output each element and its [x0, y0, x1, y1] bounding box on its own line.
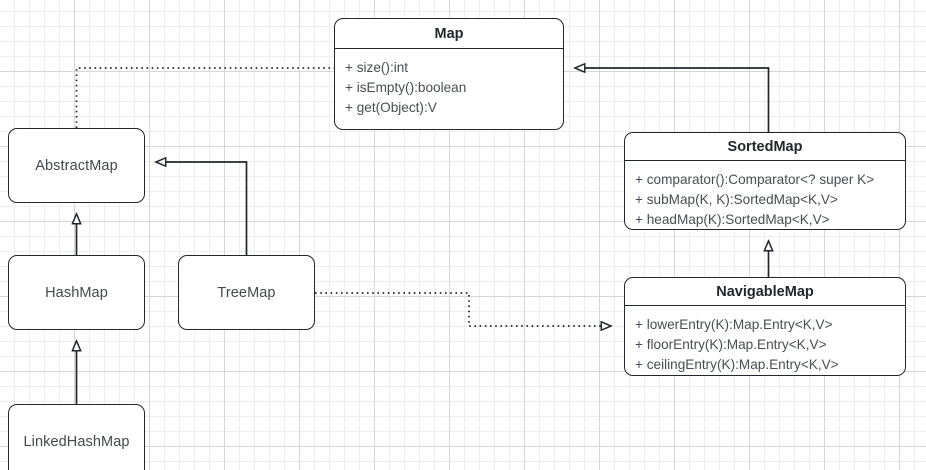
- node-map[interactable]: Map + size():int + isEmpty():boolean + g…: [334, 18, 564, 130]
- member-row: + headMap(K):SortedMap<K,V>: [635, 212, 830, 227]
- node-map-title: Map: [335, 19, 563, 49]
- edge-treemap-realizes-navigablemap: [315, 292, 611, 326]
- node-hash-map[interactable]: HashMap: [8, 255, 145, 330]
- watermark-text: [592, 461, 922, 470]
- node-linked-hash-map-label: LinkedHashMap: [23, 433, 130, 450]
- node-abstract-map[interactable]: AbstractMap: [8, 128, 145, 203]
- member-row: + get(Object):V: [345, 100, 437, 115]
- node-tree-map-label: TreeMap: [217, 284, 276, 301]
- node-sorted-map[interactable]: SortedMap + comparator():Comparator<? su…: [624, 132, 906, 230]
- member-row: + floorEntry(K):Map.Entry<K,V>: [635, 337, 827, 352]
- member-row: + isEmpty():boolean: [345, 80, 467, 95]
- edge-treemap-extends-abstractmap: [156, 162, 248, 255]
- node-linked-hash-map[interactable]: LinkedHashMap: [8, 404, 145, 470]
- node-sorted-map-title: SortedMap: [625, 133, 905, 161]
- node-navigable-map-members: + lowerEntry(K):Map.Entry<K,V> + floorEn…: [625, 306, 905, 375]
- node-map-members: + size():int + isEmpty():boolean + get(O…: [335, 49, 563, 129]
- member-row: + size():int: [345, 60, 409, 75]
- edge-sortedmap-extends-map: [575, 68, 770, 132]
- member-row: + lowerEntry(K):Map.Entry<K,V>: [635, 317, 833, 332]
- member-row: + ceilingEntry(K):Map.Entry<K,V>: [635, 357, 839, 372]
- member-row: + comparator():Comparator<? super K>: [635, 172, 875, 187]
- node-hash-map-label: HashMap: [45, 284, 108, 301]
- node-navigable-map[interactable]: NavigableMap + lowerEntry(K):Map.Entry<K…: [624, 277, 906, 376]
- node-sorted-map-members: + comparator():Comparator<? super K> + s…: [625, 161, 905, 230]
- node-abstract-map-label: AbstractMap: [35, 157, 118, 174]
- member-row: + subMap(K, K):SortedMap<K,V>: [635, 192, 838, 207]
- node-tree-map[interactable]: TreeMap: [178, 255, 315, 330]
- node-navigable-map-title: NavigableMap: [625, 278, 905, 306]
